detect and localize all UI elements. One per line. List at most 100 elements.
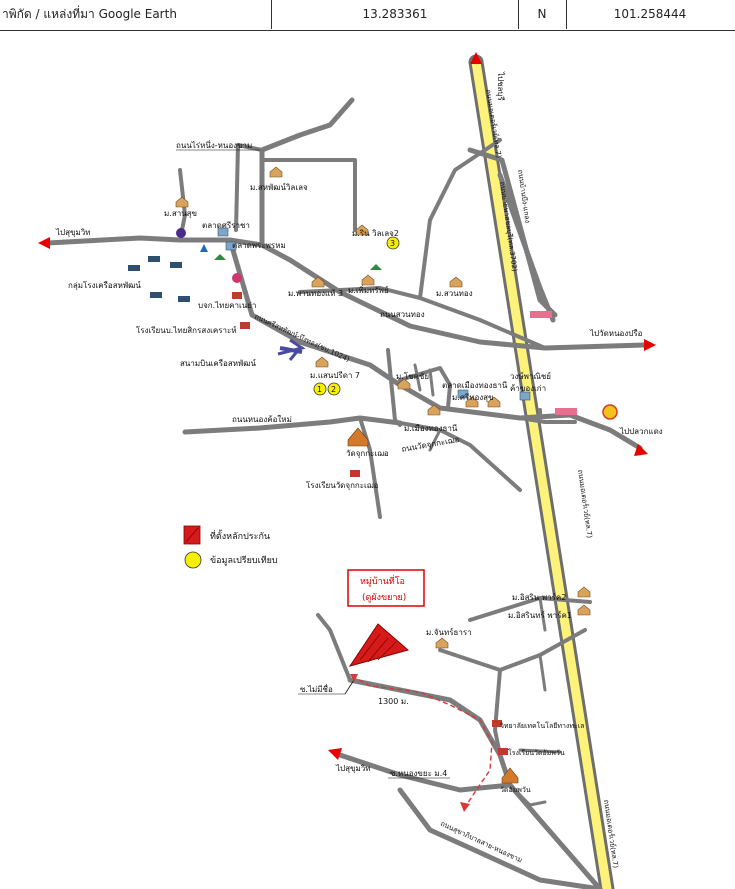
gas-station-icon — [200, 244, 208, 252]
sri-thong-label: ม.ศรีทองสุข — [452, 393, 494, 402]
house-icon — [397, 378, 411, 390]
comparable-marker-1[interactable] — [313, 382, 327, 396]
factory-icon — [128, 265, 140, 271]
rai-nong-kham-label: ถนนไร่หนึ่ง-หนองขาม — [176, 139, 252, 150]
suan-thong-label: ถนนสวนทอง — [380, 310, 425, 319]
house-icon — [355, 224, 369, 236]
comparable-number-2: 2 — [331, 385, 336, 394]
comparable-marker-2[interactable] — [327, 382, 341, 396]
direction-value: N — [518, 0, 567, 29]
coordinate-header: าพิกัด / แหล่งที่มา Google Earth 13.2833… — [0, 0, 735, 31]
distance-route — [351, 675, 493, 807]
wat-chuk-kachoe-label: วัดจุกกะเฌอ — [346, 449, 389, 458]
wat-chuk-school-label: โรงเรียนวัดจุกกะเฌอ — [306, 480, 379, 490]
school-icon — [492, 720, 502, 727]
house-icons — [175, 166, 591, 649]
phra-phrom-market-label: ตลาดพระพรหม — [232, 241, 286, 250]
latitude-value: 13.283361 — [272, 0, 519, 29]
soi-mai-chue-pointer — [344, 679, 355, 695]
map-legend: ที่ตั้งหลักประกัน ข้อมูลเปรียบเทียบ — [183, 525, 278, 569]
arrow-west-bottom-icon — [328, 748, 342, 760]
tree-icon — [370, 264, 382, 270]
house-icon — [435, 637, 449, 649]
callout-line-2: (ดูผังขยาย) — [362, 593, 406, 603]
house-icon — [315, 356, 329, 368]
arrow-east-bottom-icon — [634, 444, 648, 456]
arrow-north-icon — [470, 52, 482, 64]
soi-mai-chue-label: ซ.ไม่มีชื่อ — [300, 683, 333, 694]
house-icon — [449, 276, 463, 288]
source-label: าพิกัด / แหล่งที่มา Google Earth — [0, 0, 272, 29]
wat-school-label: โรงเรียนวัดอัมพวัน — [508, 748, 565, 757]
industrial-icons — [128, 256, 190, 302]
longitude-value: 101.258444 — [613, 7, 687, 21]
house-icon — [465, 396, 479, 408]
temple-icons — [347, 427, 519, 784]
village-callout[interactable]: หมู่บ้านที่โอ (ดูผังขยาย) — [347, 569, 425, 607]
wat-amphawan-label: วัดอัมพวัน — [500, 786, 531, 794]
market-icon — [217, 227, 229, 237]
chokchai-label: ม.โชคชัย — [396, 371, 429, 381]
factory-icon — [232, 292, 242, 299]
distance-label: 1300 ม. — [378, 697, 409, 706]
factory-icon — [150, 292, 162, 298]
route-arrowhead-icon — [460, 802, 470, 812]
comparable-marker-3[interactable] — [386, 236, 400, 250]
misc-icons — [176, 228, 618, 420]
sansuk-label: ม.สานสุข — [164, 209, 197, 218]
arrow-east-top-icon — [644, 339, 656, 351]
callout-line-1: หมู่บ้านที่โอ — [360, 574, 405, 587]
factory-icon — [178, 296, 190, 302]
nong-kho-label: ถนนหนองค้อใหม่ — [232, 415, 292, 424]
route-arrowhead-icon — [350, 674, 358, 682]
mueang-thong-market-label: ตลาดเมืองทองธานี — [442, 381, 508, 390]
sukhumvit-top-direction: ไปสุขุมวิท — [55, 228, 91, 237]
sukhumvit-bottom-direction: ไปสุขุมวิท — [335, 764, 371, 773]
rin-village-label: ม.ริน วิลเลจ2 — [352, 229, 399, 238]
wat-nong-prue-direction: ไปวัดหนองปรือ — [589, 329, 643, 338]
house-icon — [175, 196, 189, 208]
house-icon — [427, 404, 441, 416]
south-road — [347, 677, 603, 889]
arrow-west-top-icon — [38, 237, 50, 249]
comparable-number-1: 1 — [317, 385, 322, 394]
temple-icon — [501, 767, 519, 784]
factory-icon — [170, 262, 182, 268]
market-icon — [519, 391, 531, 401]
srisahaphat-label: ถนนศรีสหพัฒน์-บึงทอง(ชบ.1024) — [253, 312, 351, 364]
temple-icon — [347, 427, 369, 447]
comparable-markers[interactable]: 1 2 3 — [313, 236, 400, 396]
phum-sap-label: ม.เพิ่มทรัพย์ — [348, 284, 389, 295]
sahaphat-village-label: ม.สหพัฒน์วิลเลจ — [250, 182, 308, 192]
chan-thara-label: ม.จันทร์ธารา — [426, 627, 472, 637]
factory-icon — [148, 256, 160, 262]
school-icons — [232, 292, 508, 755]
legend-comparable-swatch — [184, 551, 202, 569]
house-icon — [577, 586, 591, 598]
house-icon — [577, 604, 591, 616]
soi-nong-khae-label: ซ.หนองขยะ ม.4 — [390, 769, 447, 778]
highway-label-right: ถนนมอเตอร์เวย์(ทล.7) — [576, 469, 594, 539]
house-icon — [487, 396, 501, 408]
sukhumvit-road — [45, 235, 648, 351]
sriracha-market-label: ตลาดศรีราชา — [202, 221, 250, 230]
isaree-park1-label: ม.อิสรินทร์ พาร์ค1 — [508, 610, 572, 620]
parcel-hatch — [359, 633, 397, 663]
school-icon — [498, 748, 508, 755]
overpass-marks — [530, 311, 577, 415]
comparable-number-3: 3 — [390, 239, 395, 248]
road-network — [45, 54, 648, 889]
wong-phanit-label: วงษ์พาณิชย์ — [510, 371, 551, 381]
school-icon — [350, 470, 360, 477]
bor-kor-thai-label: บจก.ไทยคาเนย่า — [198, 301, 256, 310]
chonburi-direction: ไปชลบุรี — [496, 71, 505, 102]
ka-kong-label: ค้าของเก่า — [510, 384, 546, 393]
bank-icon — [232, 273, 242, 283]
collateral-parcel[interactable] — [348, 623, 410, 667]
thai-school-label: โรงเรียนบ.ไทยสิกรสงเคราะห์ — [136, 325, 237, 335]
tech-college-label: วิทยาลัยเทคโนโลยีทางทะเล — [500, 721, 584, 730]
location-map[interactable]: ไปชลบุรี ถนนมอเตอร์เวย์(ทล.7) ถนนบ้านบึง… — [0, 30, 735, 889]
house-icon — [269, 166, 283, 178]
pan-thong-label: ม.พานทองแท้ 3 — [288, 289, 343, 298]
market-icon — [457, 389, 469, 399]
